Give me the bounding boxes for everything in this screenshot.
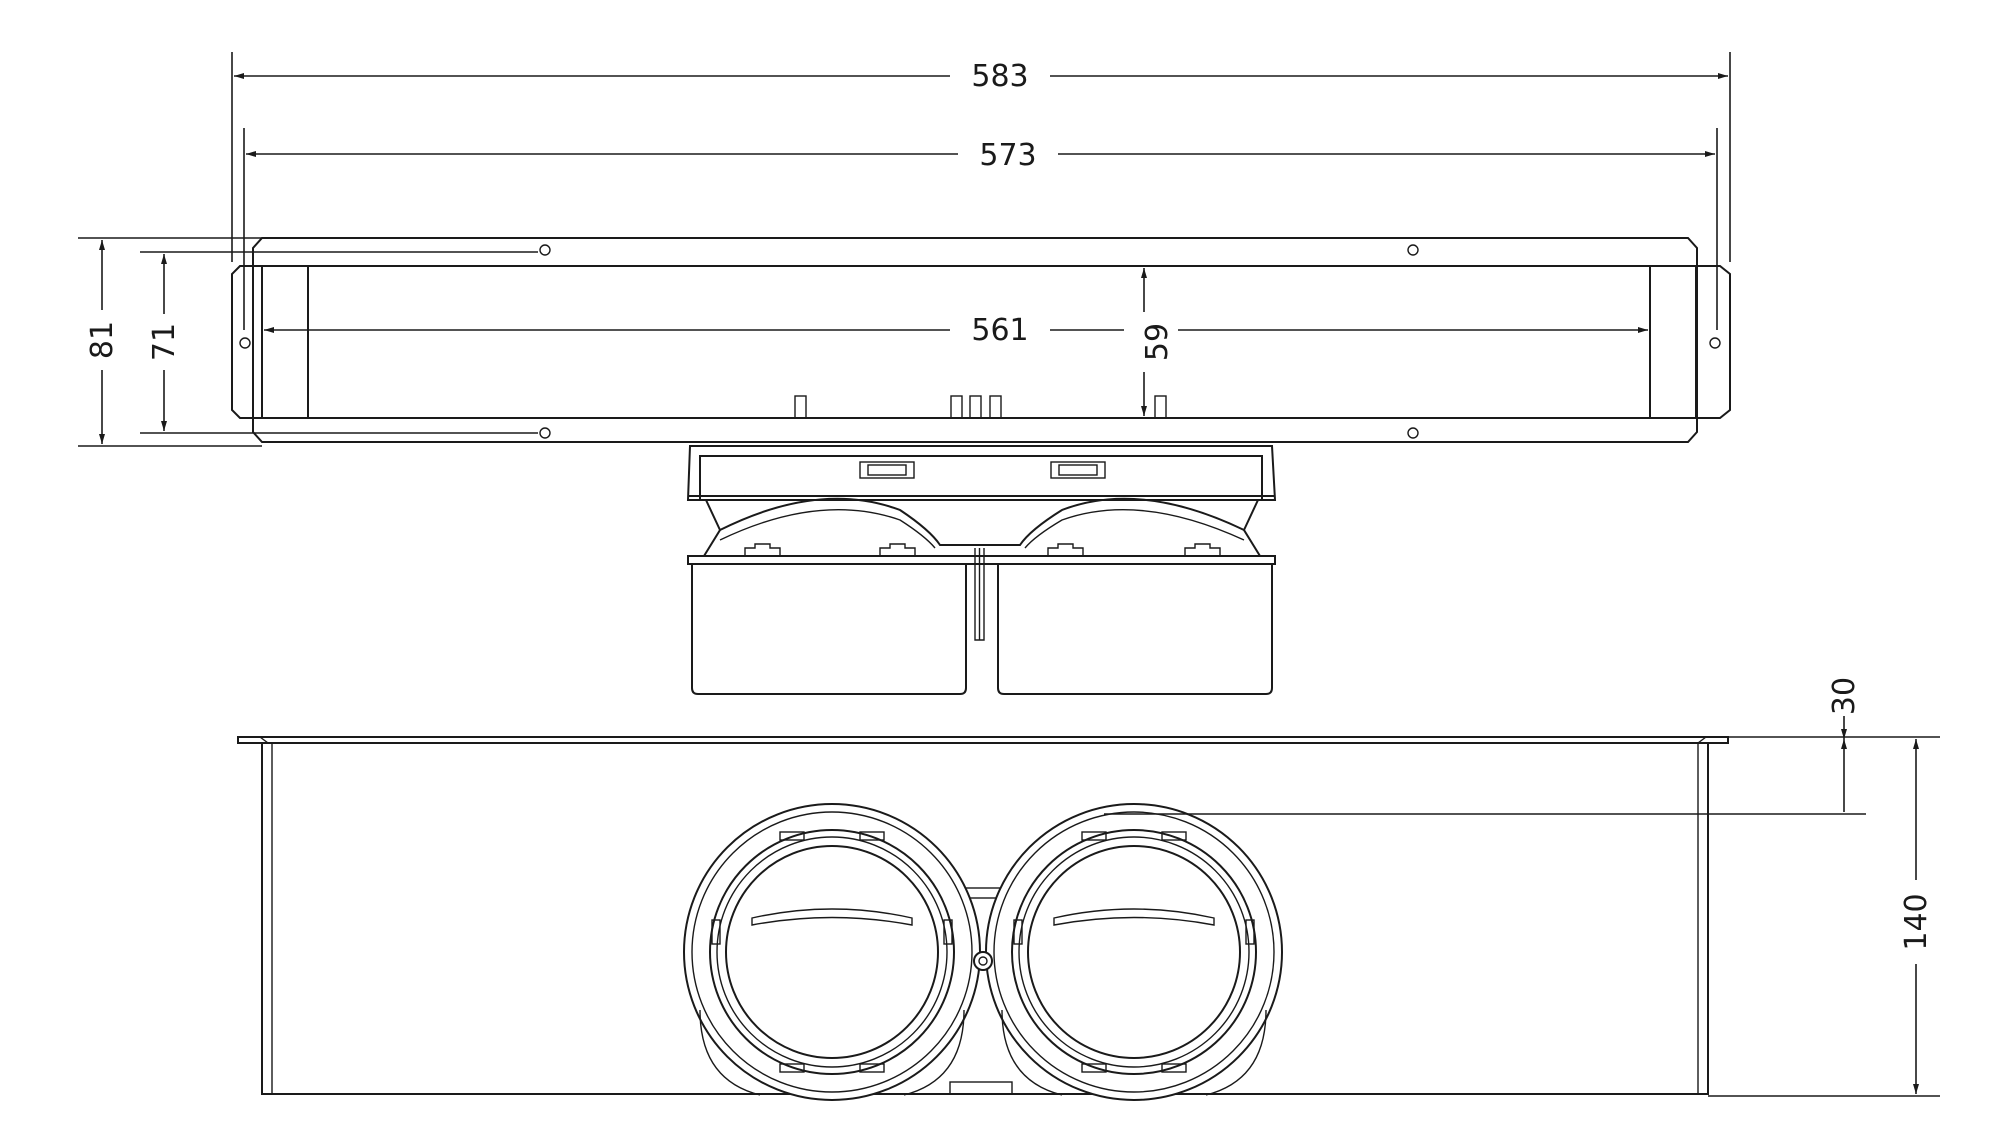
side-view [237, 736, 1729, 1101]
dimension-overall-width: 81 [85, 321, 120, 359]
top-view-end-block-right [1649, 265, 1697, 419]
dimension-inner-height: 59 [1140, 323, 1175, 361]
duct-outlet-left [683, 803, 981, 1101]
screw-hole [239, 337, 251, 349]
screw-hole [1407, 244, 1419, 256]
dimension-overall-length: 583 [971, 59, 1028, 94]
dimension-lines [78, 52, 1940, 1097]
screw-hole [1407, 427, 1419, 439]
dimension-inner-length: 561 [971, 313, 1028, 348]
top-view-outer-flange [252, 237, 1698, 443]
duct-outlet-right [985, 803, 1283, 1101]
top-view [231, 237, 1731, 695]
dimension-flange-width: 71 [147, 323, 182, 361]
top-view-tab [794, 395, 807, 419]
top-view-body [231, 265, 1731, 419]
screw-hole [539, 244, 551, 256]
side-view-body [261, 742, 1709, 1095]
top-view-tab [1154, 395, 1167, 419]
dimension-labels: 583 573 561 59 81 71 30 140 [85, 59, 1934, 951]
top-view-tab [989, 395, 1002, 419]
dimension-total-height: 140 [1899, 893, 1934, 950]
dimension-top-offset: 30 [1827, 677, 1862, 715]
screw-hole [539, 427, 551, 439]
connector-housing [686, 445, 1277, 695]
center-fastener [973, 951, 993, 971]
screw-hole [1709, 337, 1721, 349]
top-view-tab [950, 395, 963, 419]
top-view-tab [969, 395, 982, 419]
dimension-flange-length: 573 [979, 138, 1036, 173]
top-view-end-block-left [261, 265, 309, 419]
